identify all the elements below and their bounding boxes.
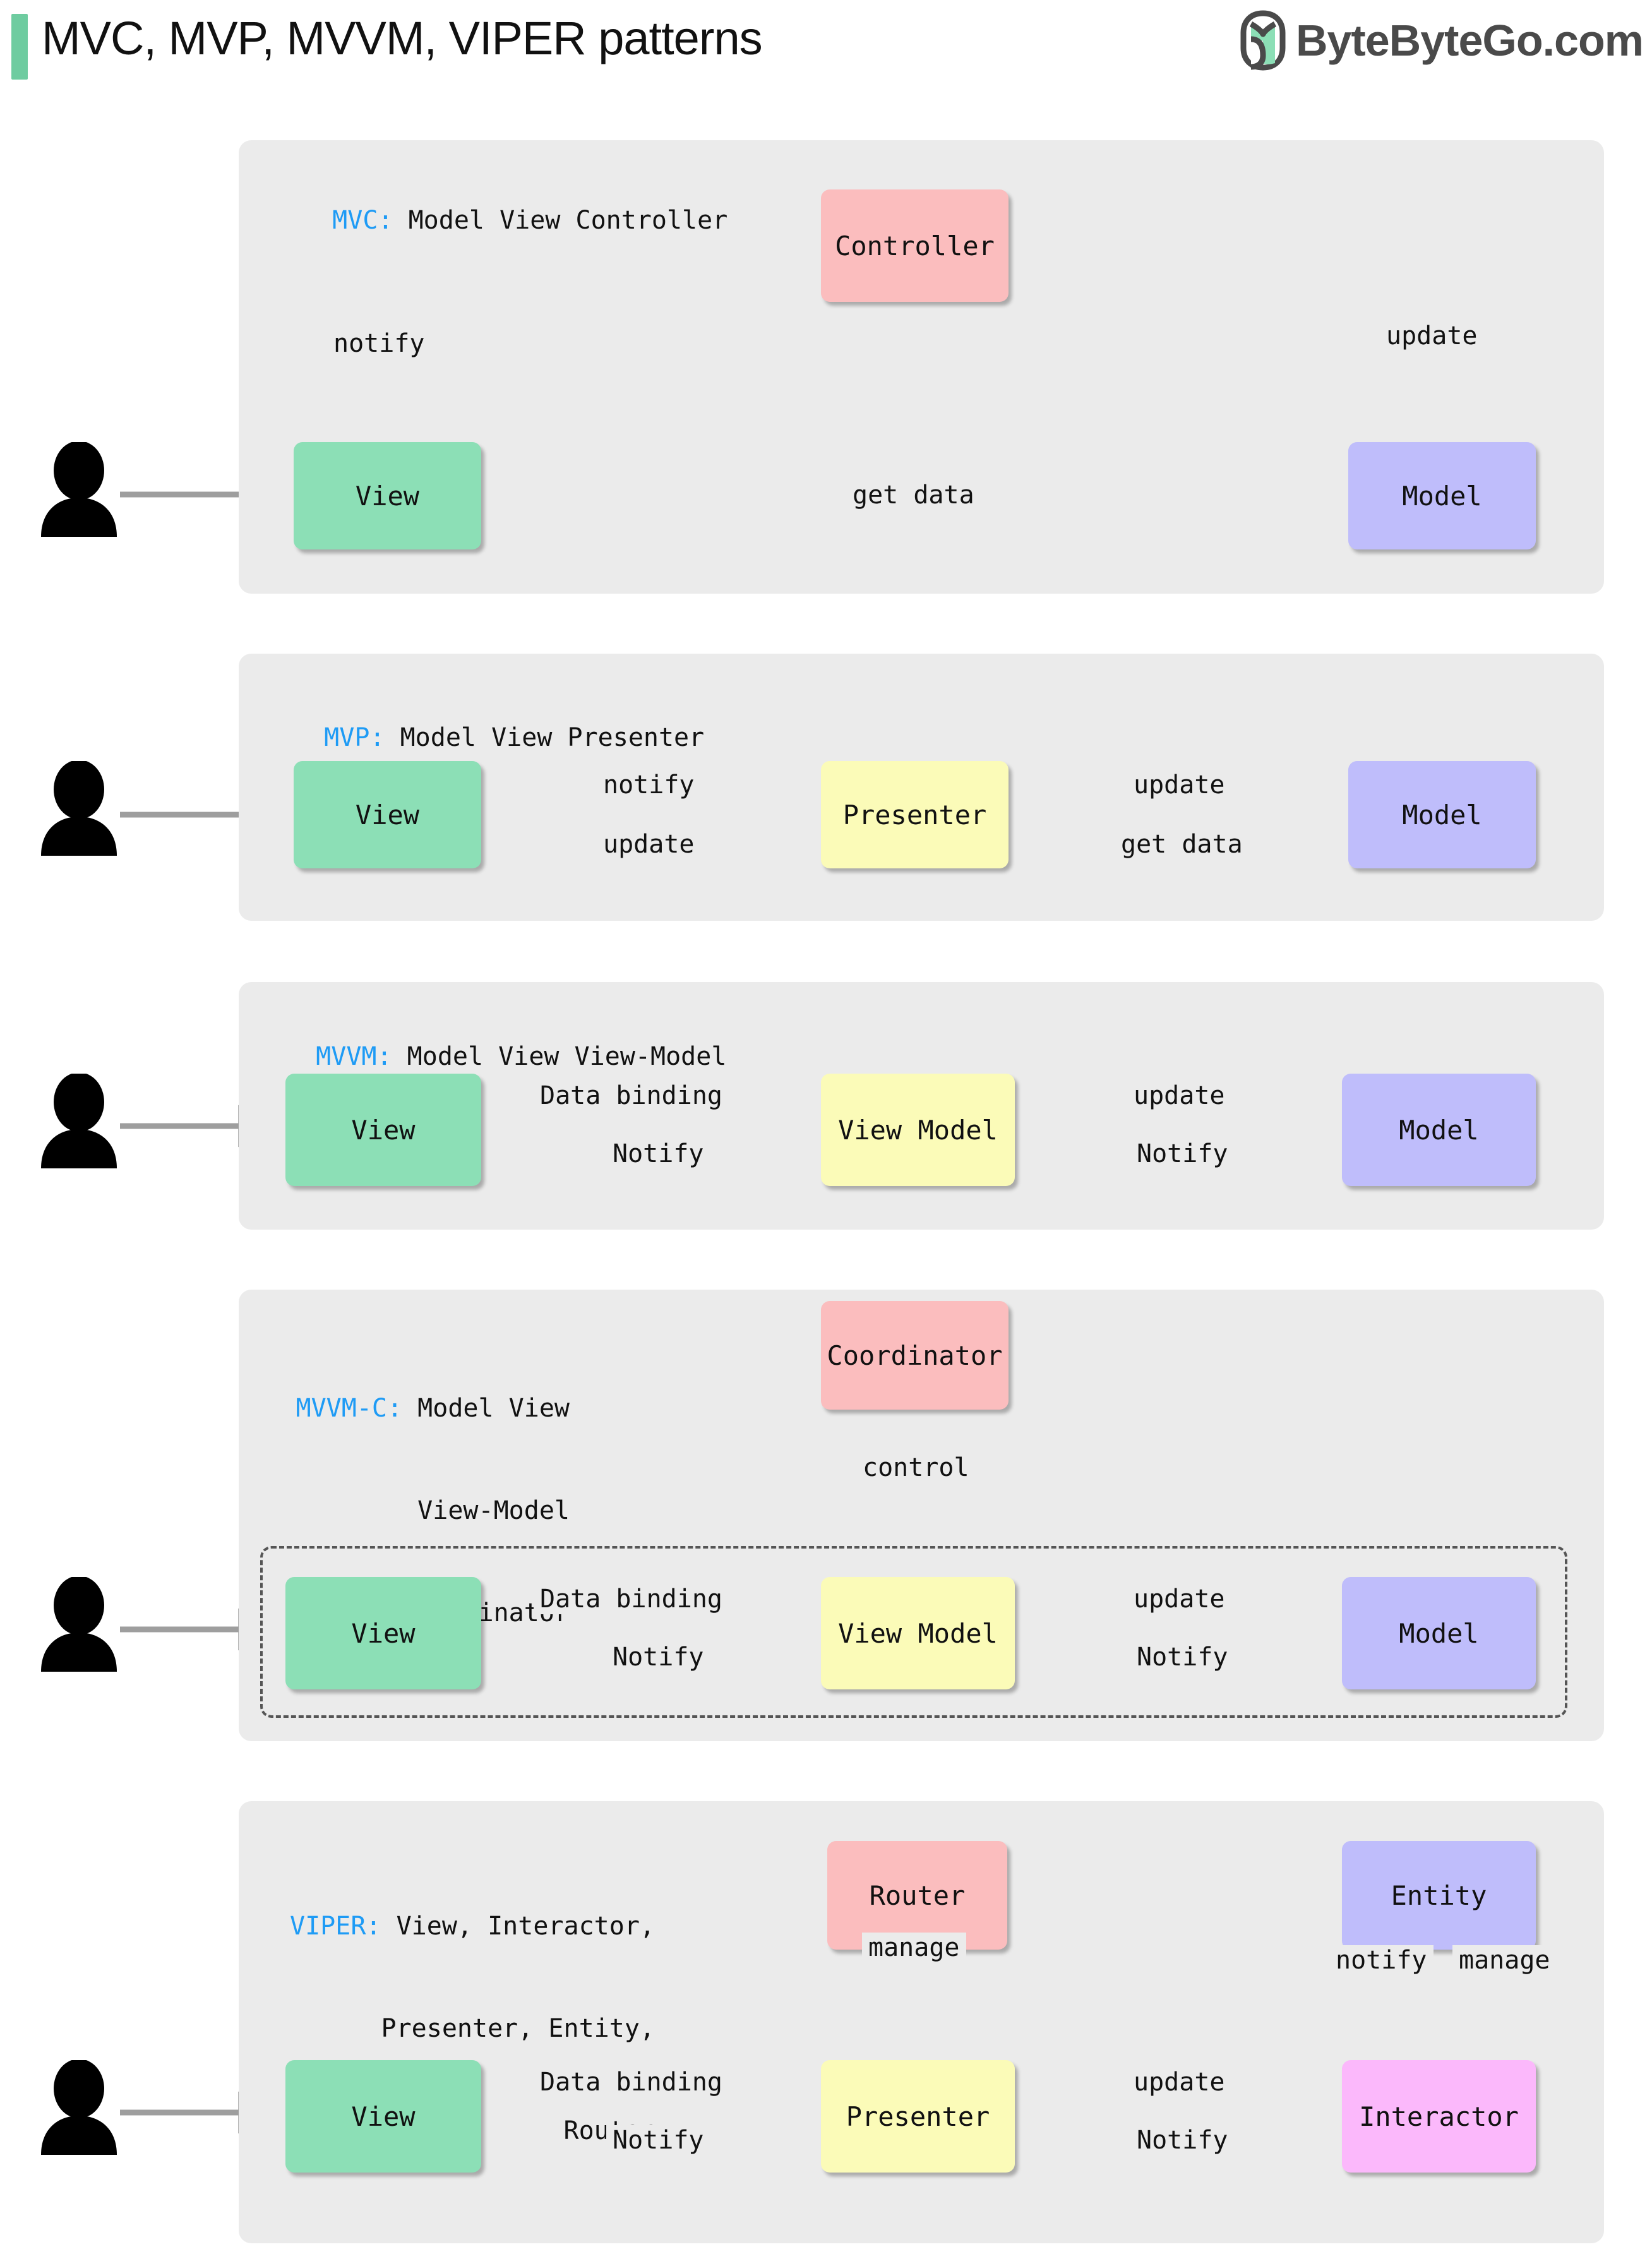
node-coordinator[interactable]: Coordinator: [821, 1301, 1009, 1410]
node-viewmodel-mvvmc[interactable]: View Model: [821, 1577, 1015, 1689]
panel-viper-title-rest-2: Presenter, Entity,: [381, 2014, 655, 2043]
panel-viper-tag: VIPER:: [290, 1912, 381, 1941]
brand-text: ByteByteGo.com: [1295, 16, 1644, 65]
node-viewmodel-label: View Model: [838, 1617, 998, 1649]
node-presenter-viper[interactable]: Presenter: [821, 2060, 1015, 2173]
edge-label-update-mvvmc: update: [1127, 1584, 1231, 1614]
edge-label-notify-mvp: notify: [597, 770, 701, 800]
panel-mvvmc-title-rest-2: View-Model: [417, 1496, 570, 1525]
node-view-viper[interactable]: View: [285, 2060, 481, 2173]
edge-label-manage-interactor: manage: [1452, 1945, 1557, 1975]
edge-label-getdata-mvc: get data: [846, 480, 981, 510]
node-model-mvp[interactable]: Model: [1348, 761, 1536, 868]
node-view-label: View: [355, 799, 420, 830]
edge-label-getdata-mvp: get data: [1115, 829, 1249, 860]
node-presenter-label: Presenter: [842, 799, 987, 830]
node-view-label: View: [351, 1617, 416, 1649]
node-interactor-label: Interactor: [1359, 2101, 1519, 2132]
panel-mvvmc-tag: MVVM-C:: [296, 1394, 403, 1423]
node-coordinator-label: Coordinator: [827, 1340, 1003, 1371]
node-controller-label: Controller: [835, 230, 995, 261]
page-header: MVC, MVP, MVVM, VIPER patterns ByteByteG…: [0, 0, 1652, 95]
edge-label-notify-mvvmc-right: Notify: [1130, 1642, 1235, 1672]
panel-mvc-title: MVC: Model View Controller: [302, 169, 727, 237]
node-view-mvvmc[interactable]: View: [285, 1577, 481, 1689]
panel-viper-title: VIPER: View, Interactor, Presenter, Enti…: [285, 1841, 655, 2182]
node-model-mvc[interactable]: Model: [1348, 442, 1536, 549]
panel-mvp-tag: MVP:: [324, 723, 385, 752]
brand: ByteByteGo.com: [1239, 10, 1644, 71]
edge-label-update-mvp-left: update: [597, 829, 701, 860]
node-model-label: Model: [1399, 1617, 1479, 1649]
bytebytego-logo-icon: [1240, 10, 1286, 71]
edge-label-manage-router: manage: [862, 1933, 966, 1963]
node-model-label: Model: [1402, 799, 1482, 830]
node-model-mvvm[interactable]: Model: [1342, 1074, 1536, 1186]
panel-mvc-title-rest: Model View Controller: [393, 206, 728, 235]
panel-mvvmc-title-rest-1: Model View: [402, 1394, 570, 1423]
accent-bar: [11, 14, 28, 80]
edge-label-notify-viper-right: Notify: [1130, 2125, 1235, 2155]
edge-label-update-mvc: update: [1380, 321, 1484, 351]
edge-label-databinding-mvvmc: Data binding: [534, 1584, 729, 1614]
node-entity-label: Entity: [1391, 1879, 1487, 1911]
panel-viper-title-rest-1: View, Interactor,: [381, 1912, 655, 1941]
edge-label-notify-mvc: notify: [327, 328, 431, 359]
edge-label-databinding-mvvm: Data binding: [534, 1081, 729, 1111]
edge-label-notify-entity: notify: [1329, 1945, 1434, 1975]
node-view-label: View: [355, 480, 420, 512]
edge-label-update-mvp-right: update: [1127, 770, 1231, 800]
node-interactor[interactable]: Interactor: [1342, 2060, 1536, 2173]
edge-label-notify-mvvm-left: Notify: [606, 1139, 710, 1169]
panel-mvp-title: MVP: Model View Presenter: [294, 686, 704, 755]
panel-mvp-title-rest: Model View Presenter: [385, 723, 705, 752]
panel-mvvm-title-rest: Model View View-Model: [392, 1042, 727, 1071]
edge-label-notify-mvvmc-left: Notify: [606, 1642, 710, 1672]
edge-label-update-mvvm: update: [1127, 1081, 1231, 1111]
node-viewmodel-label: View Model: [838, 1114, 998, 1146]
panel-mvvm-title: MVVM: Model View View-Model: [285, 1005, 726, 1074]
mvvm-group-boundary: [260, 1546, 1567, 1718]
node-router[interactable]: Router: [827, 1841, 1007, 1950]
node-view-label: View: [351, 1114, 416, 1146]
node-controller[interactable]: Controller: [821, 189, 1009, 302]
actor-user-icon-mvp: [41, 761, 117, 856]
node-presenter-mvp[interactable]: Presenter: [821, 761, 1009, 868]
actor-user-icon-mvvmc: [41, 1577, 117, 1672]
panel-mvc-tag: MVC:: [332, 206, 393, 235]
node-model-label: Model: [1402, 480, 1482, 512]
node-presenter-label: Presenter: [846, 2101, 990, 2132]
edge-label-notify-viper-left: Notify: [606, 2125, 710, 2155]
actor-user-icon-mvvm: [41, 1074, 117, 1168]
node-router-label: Router: [869, 1879, 966, 1911]
edge-label-notify-mvvm-right: Notify: [1130, 1139, 1235, 1169]
node-entity[interactable]: Entity: [1342, 1841, 1536, 1950]
node-viewmodel-mvvm[interactable]: View Model: [821, 1074, 1015, 1186]
node-view-mvp[interactable]: View: [294, 761, 481, 868]
actor-user-icon-viper: [41, 2060, 117, 2155]
page-title: MVC, MVP, MVVM, VIPER patterns: [42, 12, 763, 64]
edge-label-control: control: [856, 1453, 976, 1483]
node-view-mvvm[interactable]: View: [285, 1074, 481, 1186]
node-model-mvvmc[interactable]: Model: [1342, 1577, 1536, 1689]
node-model-label: Model: [1399, 1114, 1479, 1146]
actor-user-icon-mvc: [41, 442, 117, 537]
edge-label-update-viper: update: [1127, 2067, 1231, 2097]
node-view-label: View: [351, 2101, 416, 2132]
edge-label-databinding-viper: Data binding: [534, 2067, 729, 2097]
panel-mvvm-tag: MVVM:: [316, 1042, 392, 1071]
node-view-mvc[interactable]: View: [294, 442, 481, 549]
